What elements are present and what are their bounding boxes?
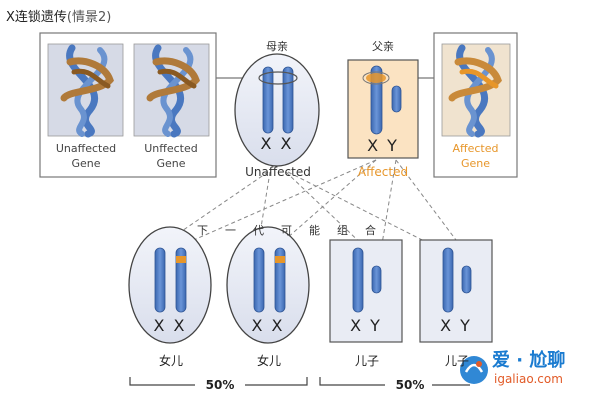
child-chromosome-letters: X Y [440, 316, 472, 335]
father-chromosome-letters: X Y [367, 136, 399, 155]
father-label: 父亲 [372, 40, 394, 53]
gene-label-unaffected-2: Unffected Gene [125, 141, 217, 171]
watermark-url: igaliao.com [494, 372, 563, 386]
gene-label-line: Gene [71, 157, 101, 170]
daughter-cell-2 [226, 226, 310, 344]
x-chromosome [442, 247, 454, 313]
page-title: X连锁遗传(情景2) [6, 6, 111, 25]
child-chromosome-letters: X Y [350, 316, 382, 335]
dna-strand-icon [448, 44, 502, 138]
title-sub: (情景2) [66, 10, 112, 25]
bracket-left-2 [245, 377, 308, 386]
affected-gene-mark [366, 73, 386, 83]
percentage-brackets [129, 377, 470, 386]
gene-label-line: Gene [460, 157, 491, 170]
gene-label-line: Unffected [144, 142, 198, 155]
bracket-left-1 [129, 377, 195, 386]
mother-cell [234, 53, 320, 167]
affected-gene-mark [275, 256, 285, 263]
x-chromosome [352, 247, 364, 313]
left-gene-panel [39, 32, 217, 178]
x-chromosome [154, 247, 166, 313]
child-label-son-2: 儿子 [444, 354, 469, 368]
dna-strand-icon [146, 44, 200, 138]
y-chromosome [461, 265, 472, 294]
right-gene-panel [433, 32, 518, 178]
child-label-daughter-2: 女儿 [256, 354, 281, 368]
dna-strand-icon [60, 44, 114, 138]
watermark-name: 爱 · 尬聊 [492, 350, 566, 371]
son-cell-1 [329, 239, 403, 343]
gene-label-line: Gene [156, 157, 186, 170]
next-generation-caption: 下一代可能组合 [197, 224, 393, 237]
child-label-daughter-1: 女儿 [158, 354, 183, 368]
bracket-right-1 [319, 377, 385, 386]
x-chromosome [282, 66, 294, 134]
x-chromosome [370, 65, 383, 135]
y-chromosome [371, 265, 382, 294]
x-chromosome [274, 247, 286, 313]
percentage-daughters: 50% [205, 378, 235, 392]
gene-label-affected: Affected Gene [434, 141, 517, 171]
y-chromosome [391, 85, 402, 113]
title-main: X连锁遗传 [6, 10, 67, 25]
affected-gene-mark [176, 256, 186, 263]
child-label-son-1: 儿子 [354, 354, 379, 368]
mother-chromosome-letters: X X [260, 134, 294, 153]
x-chromosome [253, 247, 265, 313]
child-chromosome-letters: X X [251, 316, 285, 335]
x-chromosome [262, 66, 274, 134]
son-cell-2 [419, 239, 493, 343]
gene-label-line: Affected [452, 142, 499, 155]
daughter-cell-1 [128, 226, 212, 344]
mother-label: 母亲 [266, 40, 288, 53]
gene-highlight-ring [362, 71, 390, 85]
father-status: Affected [357, 165, 409, 179]
mother-status: Unaffected [245, 165, 311, 179]
percentage-sons: 50% [395, 378, 425, 392]
gene-label-line: Unaffected [55, 142, 117, 155]
child-chromosome-letters: X X [153, 316, 187, 335]
father-cell [347, 59, 419, 159]
gene-label-unaffected-1: Unaffected Gene [40, 141, 132, 171]
watermark-logo-icon [460, 356, 488, 384]
x-chromosome [175, 247, 187, 313]
gene-highlight-ring [258, 71, 298, 85]
